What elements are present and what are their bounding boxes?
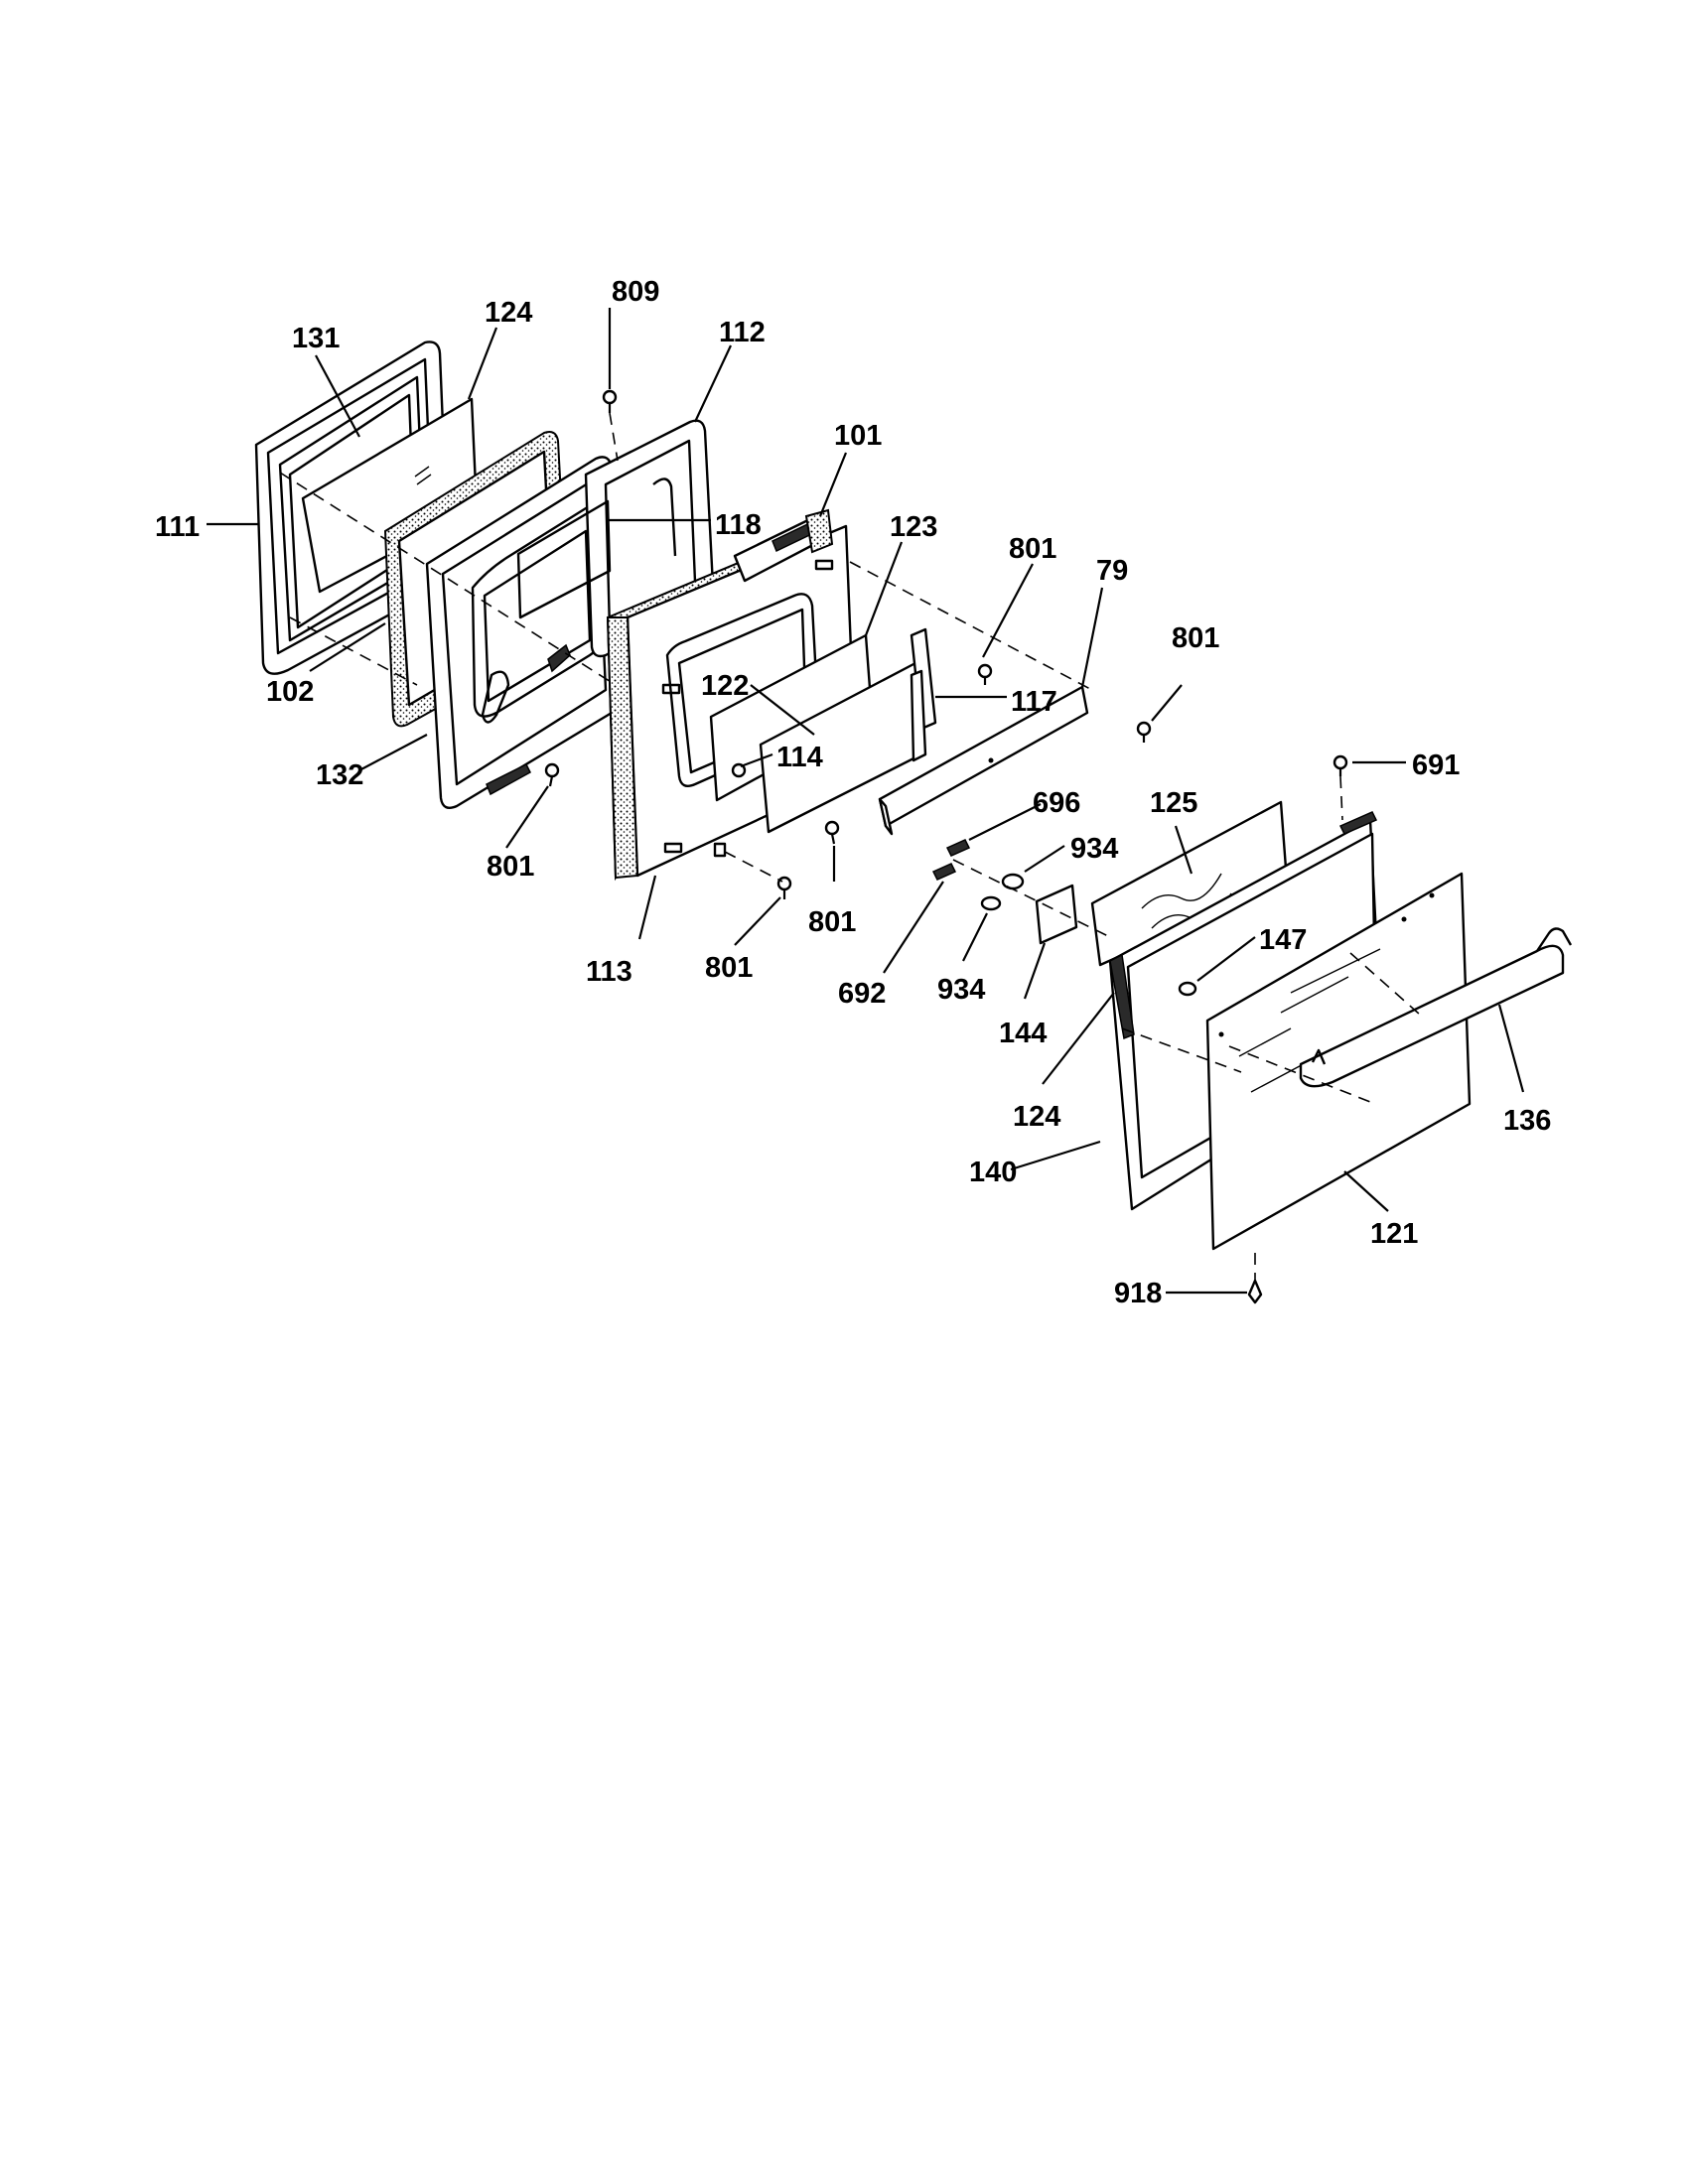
callout-123: 123 <box>890 511 937 543</box>
callout-112: 112 <box>719 317 766 348</box>
callout-101: 101 <box>834 420 882 452</box>
screw-691 <box>1333 754 1348 776</box>
callout-696: 696 <box>1033 787 1080 819</box>
assembly-line-7 <box>1339 775 1343 821</box>
callout-144: 144 <box>999 1018 1047 1049</box>
callout-131: 131 <box>292 323 340 354</box>
screw-801-left <box>544 762 560 787</box>
callout-809: 809 <box>612 276 659 308</box>
callout-934-upper: 934 <box>1070 833 1118 865</box>
screw-801-top <box>977 663 993 685</box>
callout-labels: 131 124 809 112 101 111 118 123 801 79 8… <box>155 276 1551 1309</box>
screw-801-right <box>1136 721 1152 743</box>
callout-140: 140 <box>969 1157 1017 1188</box>
part-101-top-channel <box>733 508 834 583</box>
callout-691: 691 <box>1412 750 1460 781</box>
assembly-line-6 <box>952 859 1111 938</box>
assembly-line-4 <box>609 412 619 462</box>
callout-147: 147 <box>1259 924 1307 956</box>
callout-801-left: 801 <box>487 851 534 883</box>
callout-113: 113 <box>586 956 632 988</box>
callout-934-lower: 934 <box>937 974 985 1006</box>
callout-125: 125 <box>1150 787 1197 819</box>
assembly-line-10 <box>1121 1027 1242 1073</box>
callout-111: 111 <box>155 511 200 543</box>
assembly-line-5 <box>724 851 783 883</box>
callout-918: 918 <box>1114 1278 1162 1309</box>
part-136-handle <box>1299 927 1573 1088</box>
assembly-line-2 <box>279 472 617 686</box>
callout-136: 136 <box>1503 1105 1551 1137</box>
leader-lines <box>207 308 1525 1295</box>
screw-801-mid <box>824 820 840 845</box>
part-117-bracket <box>910 627 937 762</box>
assembly-line-1 <box>289 616 418 686</box>
assembly-line-9 <box>1228 1045 1371 1103</box>
part-132-frame <box>425 456 626 809</box>
part-79-vent-strip <box>878 685 1089 836</box>
part-147-spacer <box>1178 981 1197 997</box>
callout-801-right: 801 <box>1172 622 1219 654</box>
callout-102: 102 <box>266 676 314 708</box>
callout-132: 132 <box>316 759 363 791</box>
callout-118: 118 <box>715 509 762 541</box>
screw-696 <box>945 839 971 857</box>
callout-79: 79 <box>1096 555 1128 587</box>
callout-801-top: 801 <box>1009 533 1056 565</box>
callout-801-mid: 801 <box>808 906 856 938</box>
callout-124-upper: 124 <box>485 297 532 329</box>
assembly-line-3 <box>849 561 1091 690</box>
callout-692: 692 <box>838 978 886 1010</box>
screw-692 <box>931 863 957 881</box>
callout-124-lower: 124 <box>1013 1101 1060 1133</box>
callout-114: 114 <box>776 742 823 773</box>
screw-809 <box>602 389 618 413</box>
screw-918 <box>1247 1279 1263 1304</box>
callout-121: 121 <box>1370 1218 1418 1250</box>
callout-122: 122 <box>701 670 749 702</box>
assembly-line-11 <box>1349 952 1421 1016</box>
callout-801-low: 801 <box>705 952 753 984</box>
callout-117: 117 <box>1011 686 1057 718</box>
plate-144 <box>1035 884 1078 945</box>
washer-934 <box>980 873 1025 911</box>
